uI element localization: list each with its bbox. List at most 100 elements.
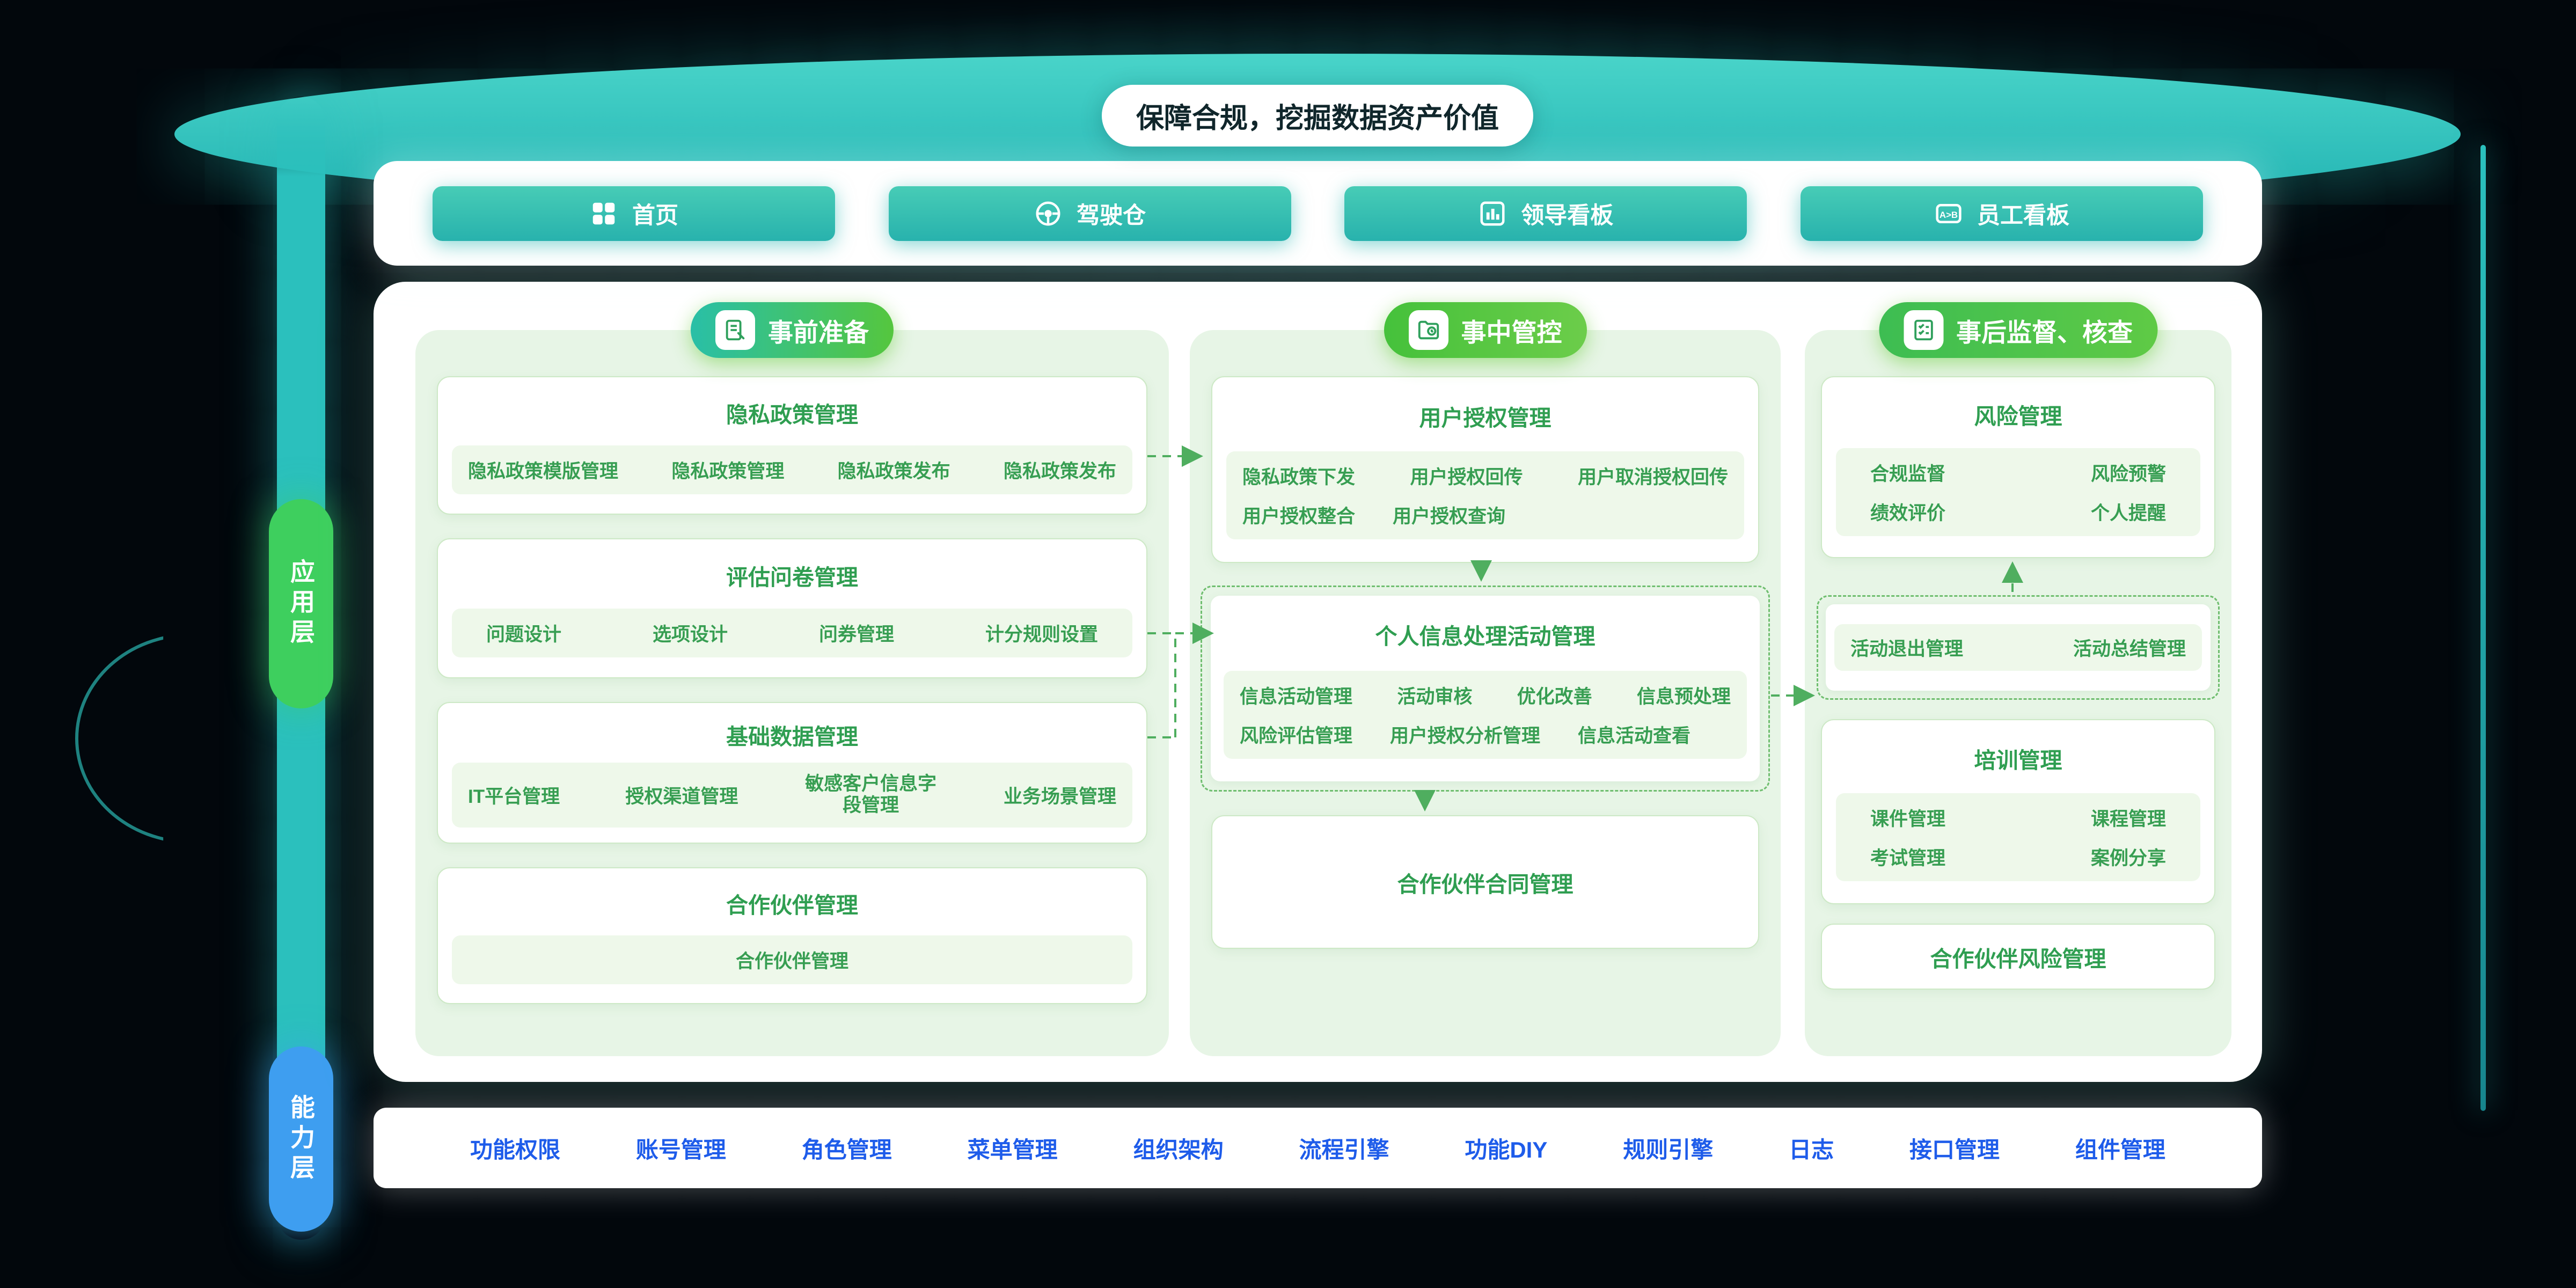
nav-button-leader-board[interactable]: 领导看板 — [1344, 186, 1747, 241]
capability-layer-label: 能力层 — [287, 1094, 315, 1184]
card-title: 个人信息处理活动管理 — [1375, 624, 1596, 649]
checklist-icon — [1904, 310, 1943, 350]
chip: 活动审核 — [1397, 686, 1473, 707]
card-activity-exit-summary: 活动退出管理 活动总结管理 — [1826, 604, 2211, 691]
chip: 用户授权分析管理 — [1390, 726, 1541, 747]
chip: 案例分享 — [2090, 848, 2166, 869]
top-nav-bar: 首页 驾驶仓 领导看板 A>B 员工看板 — [374, 161, 2262, 266]
chip: 问券管理 — [818, 624, 894, 645]
nav-button-employee-board[interactable]: A>B 员工看板 — [1800, 186, 2203, 241]
nav-button-label: 驾驶仓 — [1077, 202, 1146, 229]
chip: 活动总结管理 — [2073, 639, 2186, 660]
chip-box: 课件管理 课程管理 考试管理 案例分享 — [1836, 793, 2200, 881]
capability-item-account-management: 账号管理 — [635, 1137, 726, 1162]
folder-clock-icon — [1408, 310, 1448, 350]
chip: 计分规则设置 — [985, 624, 1098, 645]
capability-bar: 功能权限 账号管理 角色管理 菜单管理 组织架构 流程引擎 功能DIY 规则引擎… — [374, 1108, 2262, 1188]
chip: 选项设计 — [652, 624, 728, 645]
nav-button-home[interactable]: 首页 — [433, 186, 835, 241]
capability-item-logs: 日志 — [1789, 1137, 1834, 1162]
column-pre-preparation: 事前准备 隐私政策管理 隐私政策模版管理 隐私政策管理 隐私政策发布 隐私政策发… — [415, 302, 1169, 1056]
capability-item-process-engine: 流程引擎 — [1299, 1137, 1389, 1162]
chip: 用户取消授权回传 — [1577, 467, 1728, 488]
chip: 绩效评价 — [1870, 503, 1946, 524]
capability-item-interface-management: 接口管理 — [1909, 1137, 2000, 1162]
chip: 授权渠道管理 — [625, 786, 738, 807]
card-title: 隐私政策管理 — [726, 402, 858, 428]
card-privacy-policy-management: 隐私政策管理 隐私政策模版管理 隐私政策管理 隐私政策发布 隐私政策发布 — [437, 376, 1147, 515]
chip: 风险评估管理 — [1240, 726, 1353, 747]
capability-item-component-management: 组件管理 — [2075, 1137, 2165, 1162]
chip: 合规监督 — [1870, 464, 1946, 485]
card-title: 评估问卷管理 — [726, 565, 858, 590]
application-layer-label: 应用层 — [287, 559, 315, 649]
chip: 个人提醒 — [2090, 503, 2166, 524]
chip: 隐私政策模版管理 — [468, 460, 619, 482]
column-header-pre-preparation: 事前准备 — [691, 302, 894, 358]
card-title: 基础数据管理 — [726, 724, 858, 749]
capability-item-function-diy: 功能DIY — [1465, 1137, 1548, 1162]
card-title: 风险管理 — [1974, 404, 2062, 429]
card-title: 用户授权管理 — [1419, 406, 1552, 430]
capability-item-rule-engine: 规则引擎 — [1623, 1137, 1714, 1162]
card-title: 合作伙伴管理 — [726, 893, 858, 918]
chip-box: 问题设计 选项设计 问券管理 计分规则设置 — [452, 608, 1132, 657]
chip: 隐私政策下发 — [1242, 467, 1356, 488]
card-partner-management: 合作伙伴管理 合作伙伴管理 — [437, 867, 1147, 1004]
card-partner-risk-management: 合作伙伴风险管理 — [1821, 924, 2215, 990]
card-assessment-questionnaire-management: 评估问卷管理 问题设计 选项设计 问券管理 计分规则设置 — [437, 538, 1147, 678]
chip: 信息活动查看 — [1578, 726, 1691, 747]
chip: 课件管理 — [1870, 809, 1946, 830]
card-training-management: 培训管理 课件管理 课程管理 考试管理 案例分享 — [1821, 719, 2215, 904]
chip: 信息活动管理 — [1240, 686, 1353, 707]
chip: 考试管理 — [1870, 848, 1946, 869]
chip: 信息预处理 — [1636, 686, 1731, 707]
chip: 问题设计 — [486, 624, 562, 645]
chip: IT平台管理 — [468, 786, 560, 807]
chip: 隐私政策发布 — [1003, 460, 1116, 482]
column-post-supervision: 事后监督、核查 风险管理 合规监督 风险预警 绩效评价 个人提醒 — [1805, 302, 2231, 1056]
capability-item-org-structure: 组织架构 — [1133, 1137, 1224, 1162]
chip: 用户授权整合 — [1242, 506, 1356, 527]
nav-button-label: 首页 — [632, 202, 678, 229]
chip: 隐私政策发布 — [837, 460, 950, 482]
column-in-process-control: 事中管控 用户授权管理 隐私政策下发 用户授权回传 用户取消授权回传 用户授权整… — [1190, 302, 1781, 1056]
dashed-group-activity-exit-summary: 活动退出管理 活动总结管理 — [1817, 595, 2220, 700]
capability-layer-blob: 能力层 — [269, 1046, 333, 1232]
card-title: 合作伙伴风险管理 — [1930, 946, 2106, 971]
chip-box: 信息活动管理 活动审核 优化改善 信息预处理 风险评估管理 用户授权分析管理 信… — [1224, 671, 1747, 759]
nav-button-cockpit[interactable]: 驾驶仓 — [888, 186, 1291, 241]
chip-box: 活动退出管理 活动总结管理 — [1834, 624, 2202, 671]
chip: 业务场景管理 — [1003, 786, 1116, 807]
chip: 隐私政策管理 — [671, 460, 785, 482]
banner-title: 保障合规，挖掘数据资产价值 — [1101, 85, 1534, 147]
card-basic-data-management: 基础数据管理 IT平台管理 授权渠道管理 敏感客户信息字段管理 业务场景管理 — [437, 702, 1147, 844]
column-header-in-process-control: 事中管控 — [1384, 302, 1587, 358]
chip: 敏感客户信息字段管理 — [805, 773, 937, 816]
nav-button-label: 员工看板 — [1977, 202, 2069, 229]
column-header-label: 事前准备 — [768, 318, 869, 347]
column-header-label: 事中管控 — [1461, 318, 1562, 347]
capability-item-function-permission: 功能权限 — [470, 1137, 561, 1162]
main-diagram-container: 事前准备 隐私政策管理 隐私政策模版管理 隐私政策管理 隐私政策发布 隐私政策发… — [374, 282, 2262, 1082]
application-layer-blob: 应用层 — [269, 499, 333, 708]
chip: 风险预警 — [2090, 464, 2166, 485]
employee-board-icon: A>B — [1934, 199, 1963, 228]
card-title: 培训管理 — [1974, 748, 2062, 773]
card-user-authorization-management: 用户授权管理 隐私政策下发 用户授权回传 用户取消授权回传 用户授权整合 用户授… — [1211, 376, 1759, 563]
column-header-post-supervision: 事后监督、核查 — [1879, 302, 2157, 358]
capability-item-role-management: 角色管理 — [801, 1137, 892, 1162]
steering-wheel-icon — [1034, 199, 1063, 228]
chip: 活动退出管理 — [1850, 639, 1964, 660]
card-personal-info-processing-activity-management: 个人信息处理活动管理 信息活动管理 活动审核 优化改善 信息预处理 风险评估管理… — [1211, 596, 1760, 781]
card-risk-management: 风险管理 合规监督 风险预警 绩效评价 个人提醒 — [1821, 376, 2215, 558]
right-edge-line — [2480, 145, 2486, 1111]
chip: 优化改善 — [1517, 686, 1592, 707]
chip: 用户授权查询 — [1393, 506, 1506, 527]
chip-box: IT平台管理 授权渠道管理 敏感客户信息字段管理 业务场景管理 — [452, 763, 1132, 828]
column-header-label: 事后监督、核查 — [1956, 318, 2133, 347]
chip: 合作伙伴管理 — [735, 950, 848, 972]
card-partner-contract-management: 合作伙伴合同管理 — [1211, 815, 1759, 949]
chip-box: 合规监督 风险预警 绩效评价 个人提醒 — [1836, 448, 2200, 536]
